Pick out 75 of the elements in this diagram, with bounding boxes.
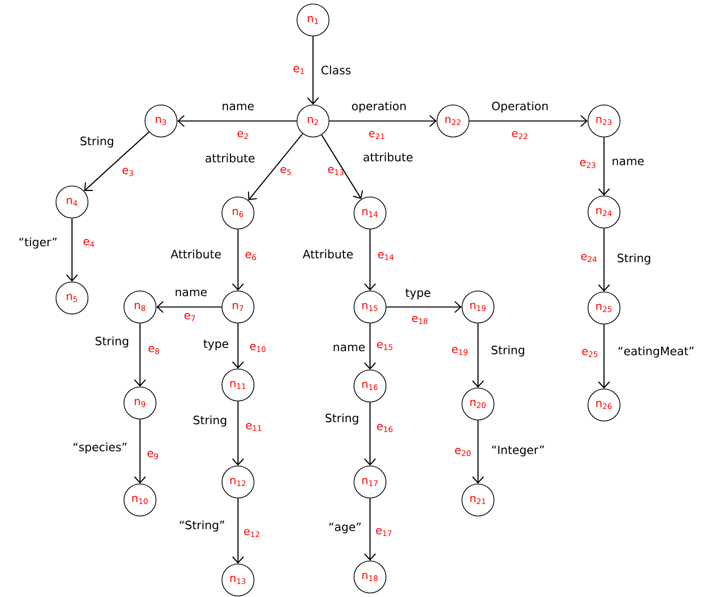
edge-id-label: e$_{19}$ (452, 346, 468, 356)
edge-id-label: e$_{13}$ (328, 166, 344, 176)
arrow (321, 134, 363, 200)
edge-id-label: e$_{7}$ (184, 313, 195, 321)
arrow (469, 115, 588, 127)
edge-label: String (80, 136, 114, 148)
edge-label: String (194, 415, 226, 427)
arrow (364, 229, 376, 291)
arrow (598, 137, 610, 196)
arrow (472, 323, 484, 388)
arrow (84, 132, 150, 191)
edge-label: Attribute (302, 250, 353, 258)
edge-label: name (334, 344, 365, 352)
edge-label: operation (352, 101, 406, 113)
edge-label: type (203, 340, 228, 350)
edge-id-label: e$_{21}$ (369, 130, 384, 140)
edge-id-label: e$_{1}$ (294, 66, 304, 74)
edge-id-label: e$_{5}$ (280, 166, 291, 176)
arrow (364, 402, 376, 466)
edge-id-label: e$_{10}$ (250, 344, 266, 352)
edge-label: name (612, 158, 644, 166)
arrow (598, 228, 610, 292)
edge-label: name (176, 290, 207, 296)
arrow (134, 323, 146, 387)
edge-id-label: e$_{15}$ (377, 342, 392, 350)
edge-label: attribute (206, 154, 254, 162)
edge-id-label: e$_{9}$ (148, 450, 158, 460)
edge-label: “tiger” (19, 237, 57, 249)
edge-label: String (326, 413, 358, 425)
edge-id-label: e$_{8}$ (148, 346, 160, 354)
edge-id-label: e$_{23}$ (580, 160, 596, 168)
arrow (386, 301, 462, 313)
arrow (232, 498, 244, 564)
edge-label: String (618, 253, 650, 265)
edge-id-label: e$_{18}$ (412, 316, 428, 324)
edge-id-label: e$_{24}$ (581, 254, 597, 262)
edge-id-label: e$_{16}$ (377, 424, 393, 432)
edge-id-label: e$_{20}$ (455, 448, 471, 456)
arrow (364, 498, 376, 561)
edge-label: “Integer” (492, 446, 544, 456)
arrow (598, 324, 610, 389)
edge-label: type (405, 288, 430, 300)
arrow (232, 323, 244, 369)
edge-id-label: e$_{14}$ (378, 252, 394, 260)
edge-id-label: e$_{3}$ (122, 168, 133, 176)
edge-label: “eatingMeat” (618, 346, 694, 358)
edge-label: Attribute (170, 250, 221, 258)
edge-label: “species” (74, 442, 126, 454)
edge-id-label: e$_{6}$ (246, 252, 256, 260)
arrow (307, 36, 319, 105)
edge-label: “age” (329, 522, 361, 534)
arrow (232, 401, 244, 466)
edge-id-label: e$_{11}$ (246, 423, 262, 431)
arrow (329, 115, 437, 127)
edge-id-label: e$_{2}$ (238, 130, 248, 140)
edge-label: attribute (364, 152, 412, 162)
arrow (472, 420, 484, 484)
arrow (232, 229, 244, 291)
edge-label: Operation (492, 101, 548, 113)
edge-id-label: e$_{25}$ (582, 348, 598, 358)
arrow (364, 323, 376, 370)
edge-label: String (96, 336, 128, 348)
arrow (156, 301, 222, 313)
edge-id-label: e$_{22}$ (512, 130, 528, 140)
edge-id-label: e$_{4}$ (84, 239, 94, 247)
arrow (134, 419, 146, 484)
arrow (248, 133, 304, 200)
edge-label: Class (322, 66, 351, 74)
arrow (177, 115, 297, 127)
edge-id-label: e$_{17}$ (376, 528, 392, 536)
edge-label: String (492, 345, 524, 357)
edge-id-label: e$_{12}$ (244, 528, 260, 538)
edge-label: “String” (180, 520, 224, 532)
edge-label: name (222, 104, 254, 110)
arrow (66, 218, 78, 282)
